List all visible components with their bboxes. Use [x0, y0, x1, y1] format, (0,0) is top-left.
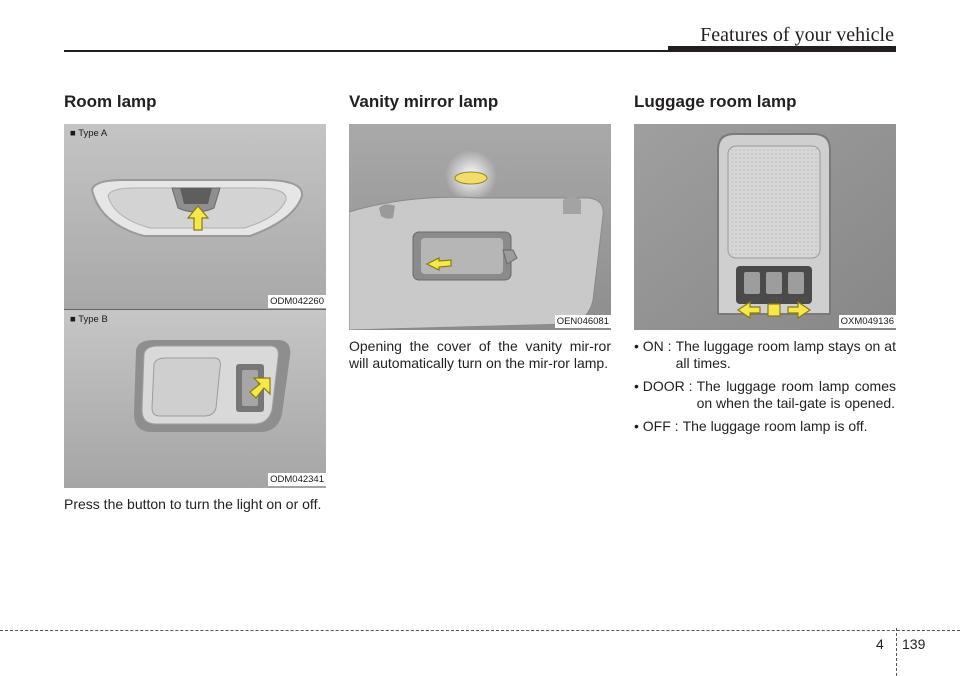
- mode-description: The luggage room lamp is off.: [682, 418, 868, 434]
- mode-key: • DOOR :: [634, 378, 693, 394]
- type-b-label: ■ Type B: [70, 314, 108, 325]
- vanity-mirror-section: Vanity mirror lamp OEN046081 Openi: [349, 92, 611, 372]
- mode-key: • ON :: [634, 338, 672, 354]
- switch-label-door: DOOR: [790, 298, 809, 304]
- page-header-title: Features of your vehicle: [700, 24, 894, 46]
- luggage-right-arrow: [787, 300, 812, 320]
- vanity-mirror-arrow: [425, 257, 452, 271]
- header-rule-accent: [668, 46, 896, 52]
- type-a-label: ■ Type A: [70, 128, 108, 139]
- luggage-center-marker: [767, 303, 781, 317]
- type-a-image-code: ODM042260: [268, 295, 326, 308]
- luggage-left-arrow: [736, 300, 761, 320]
- list-item: • ON : The luggage room lamp stays on at…: [634, 338, 896, 372]
- luggage-image-code: OXM049136: [838, 315, 896, 328]
- switch-label-on: ON: [750, 298, 759, 304]
- luggage-lamp-illustration: ON OFF DOOR: [634, 124, 896, 330]
- room-lamp-type-a-figure: ■ Type A ODM042260: [64, 124, 326, 310]
- switch-label-off: OFF: [771, 298, 783, 304]
- type-b-image-code: ODM042341: [268, 473, 326, 486]
- room-lamp-type-b-figure: ■ Type B ODM042341: [64, 310, 326, 488]
- vanity-mirror-title: Vanity mirror lamp: [349, 92, 499, 111]
- vanity-mirror-illustration: [349, 124, 611, 330]
- footer-rule: [0, 630, 960, 631]
- luggage-lamp-title: Luggage room lamp: [634, 92, 797, 111]
- mode-key: • OFF :: [634, 418, 679, 434]
- page-number: 139: [902, 636, 926, 652]
- vanity-lamp-light: [454, 171, 488, 185]
- luggage-lamp-section: Luggage room lamp ON OFF DOOR: [634, 92, 896, 441]
- room-lamp-description: Press the button to turn the light on or…: [64, 496, 322, 512]
- room-lamp-type-b-arrow: [249, 377, 271, 399]
- mode-description: The luggage room lamp stays on at all ti…: [675, 338, 896, 371]
- room-lamp-section: Room lamp ■ Type A ODM042260: [64, 92, 326, 513]
- mode-description: The luggage room lamp comes on when the …: [696, 378, 896, 411]
- chapter-number: 4: [876, 636, 884, 652]
- room-lamp-type-b-illustration: [64, 310, 326, 488]
- list-item: • OFF : The luggage room lamp is off.: [634, 418, 896, 435]
- luggage-lamp-modes: • ON : The luggage room lamp stays on at…: [634, 338, 896, 435]
- vanity-image-code: OEN046081: [554, 315, 611, 328]
- room-lamp-title: Room lamp: [64, 92, 157, 111]
- room-lamp-type-a-arrow: [186, 205, 210, 231]
- vanity-mirror-figure: OEN046081: [349, 124, 611, 330]
- vanity-mirror-description: Opening the cover of the vanity mir-ror …: [349, 338, 611, 371]
- room-lamp-type-a-illustration: [64, 124, 326, 310]
- list-item: • DOOR : The luggage room lamp comes on …: [634, 378, 896, 412]
- luggage-lamp-figure: ON OFF DOOR OXM049136: [634, 124, 896, 330]
- header-rule: [64, 50, 896, 52]
- footer-divider: [896, 628, 897, 676]
